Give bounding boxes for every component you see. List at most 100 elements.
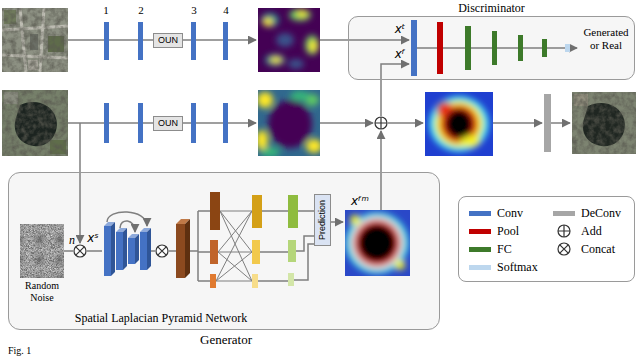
layer-number: 1 bbox=[103, 4, 109, 17]
legend-swatch bbox=[469, 265, 491, 270]
encoder-block bbox=[140, 232, 147, 270]
feature-heatmap bbox=[258, 8, 320, 72]
fused-heatmap bbox=[425, 92, 493, 156]
feature-heatmap bbox=[260, 147, 280, 156]
encoder-block bbox=[135, 234, 139, 264]
fused-heatmap bbox=[445, 109, 473, 139]
conv-layer bbox=[223, 103, 228, 143]
legend-swatch bbox=[553, 211, 575, 216]
output-symbol: xᶠᵐ bbox=[351, 194, 369, 208]
flow-line bbox=[258, 211, 288, 281]
input-symbol: xˢ bbox=[87, 231, 99, 245]
box-title: Discriminator bbox=[349, 1, 634, 15]
block-label: OUN bbox=[158, 35, 178, 46]
prediction-block: Prediction bbox=[314, 194, 331, 246]
legend-text: Softmax bbox=[497, 260, 538, 274]
satellite-image bbox=[2, 90, 68, 156]
block-label: OUN bbox=[158, 118, 178, 129]
deconv-layer bbox=[544, 94, 551, 152]
legend-text: DeConv bbox=[581, 206, 621, 220]
pyramid-block bbox=[252, 195, 262, 228]
pyramid-block bbox=[185, 219, 190, 278]
feature-heatmap bbox=[258, 91, 320, 156]
feature-heatmap bbox=[270, 57, 282, 63]
legend-symbol bbox=[557, 224, 571, 238]
flow-line bbox=[190, 211, 210, 281]
flow-line bbox=[320, 39, 409, 41]
box-fill bbox=[8, 172, 440, 330]
prediction-heatmap bbox=[358, 224, 396, 262]
satellite-image bbox=[2, 8, 68, 72]
satellite-image bbox=[2, 90, 68, 156]
conv-layer bbox=[104, 22, 228, 143]
fused-heatmap bbox=[429, 96, 489, 152]
legend-swatch bbox=[469, 211, 491, 216]
prediction-heatmap bbox=[345, 210, 410, 276]
satellite-image bbox=[2, 8, 68, 72]
feature-heatmap bbox=[258, 130, 268, 150]
discriminator-layer bbox=[542, 39, 547, 57]
noise-input: Random Noise bbox=[20, 224, 64, 278]
discriminator-layer bbox=[411, 20, 417, 76]
feature-heatmap bbox=[290, 91, 310, 101]
pyramid-block bbox=[252, 274, 258, 288]
discriminator-layer bbox=[518, 35, 523, 61]
legend-symbol bbox=[557, 242, 571, 256]
prediction-heatmap bbox=[345, 212, 409, 274]
pyramid-block bbox=[176, 224, 185, 278]
flow-line bbox=[64, 40, 577, 281]
network-name: Spatial Laplacian Pyramid Network bbox=[61, 311, 261, 325]
pyramid-block bbox=[288, 273, 294, 286]
figure-label: Fig. 1 bbox=[8, 345, 31, 357]
flow-line bbox=[493, 122, 542, 124]
encoder-block bbox=[123, 228, 127, 270]
legend-entry: FC bbox=[469, 242, 549, 256]
legend-entry: DeConv bbox=[553, 206, 633, 220]
conv-layer bbox=[138, 103, 143, 143]
pyramid-block bbox=[176, 192, 298, 288]
feature-heatmap bbox=[263, 18, 273, 26]
prediction-heatmap bbox=[350, 216, 404, 270]
pyramid-block bbox=[210, 192, 220, 230]
feature-heatmap bbox=[258, 92, 273, 108]
feature-heatmap bbox=[309, 40, 317, 52]
flow-line bbox=[551, 122, 570, 124]
conv-layer bbox=[223, 22, 228, 60]
legend-text: Pool bbox=[497, 224, 519, 238]
encoder-block bbox=[104, 226, 111, 276]
satellite-image bbox=[2, 8, 68, 72]
flow-line bbox=[381, 64, 409, 116]
prediction-heatmap bbox=[345, 212, 409, 274]
output-label: Generated or Real bbox=[579, 26, 633, 52]
flow-line bbox=[216, 211, 252, 281]
encoder-block bbox=[147, 228, 151, 270]
discriminator-layer bbox=[437, 22, 443, 74]
conv-layer bbox=[191, 22, 196, 60]
satellite-image bbox=[572, 92, 636, 154]
input-symbol: xᵗ bbox=[395, 22, 406, 36]
prediction-heatmap bbox=[350, 215, 360, 225]
conv-layer bbox=[138, 22, 143, 60]
discriminator-layer bbox=[465, 26, 471, 70]
concat-symbol bbox=[74, 245, 86, 257]
feature-heatmap bbox=[276, 33, 294, 47]
legend-box: ConvPoolFCSoftmaxDeConvAddConcat bbox=[458, 196, 635, 282]
legend-text: Conv bbox=[497, 206, 523, 220]
conv-layer bbox=[191, 103, 196, 143]
feature-heatmap bbox=[306, 139, 320, 153]
discriminator-layer bbox=[565, 44, 570, 52]
feature-heatmap bbox=[261, 13, 279, 27]
flow-line bbox=[380, 131, 382, 210]
add-symbol bbox=[375, 117, 387, 129]
prediction-heatmap bbox=[395, 260, 405, 270]
fused-heatmap bbox=[435, 101, 483, 147]
encoder-block bbox=[104, 222, 151, 276]
feature-heatmap bbox=[296, 11, 308, 17]
feature-heatmap bbox=[305, 35, 319, 55]
legend-text: FC bbox=[497, 242, 512, 256]
legend-swatch bbox=[469, 229, 491, 234]
conv-layer bbox=[104, 22, 109, 60]
pyramid-block bbox=[288, 195, 298, 228]
legend-symbol bbox=[558, 225, 570, 237]
